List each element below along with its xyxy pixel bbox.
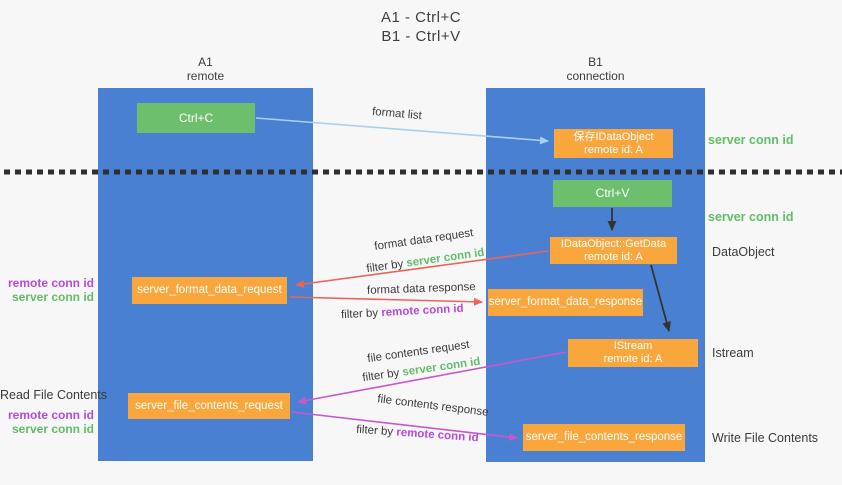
node-ctrl-c: Ctrl+C [137,103,255,133]
filter-key-server-conn-id: server conn id [401,355,482,379]
node-istream-line2: remote id: A [603,353,663,365]
node-ctrl-v: Ctrl+V [553,180,672,207]
edge-label-filter-format-response: filter by remote conn id [341,303,464,321]
node-format-request-label: server_format_data_request [137,284,282,296]
label-conn-ids-top-left: remote conn id server conn id [0,276,94,304]
node-format-response-label: server_format_data_response [488,296,643,308]
node-server-file-contents-request: server_file_contents_request [128,393,290,419]
filter-by-text: filter by [340,307,382,322]
label-server-conn-id-mid-right: server conn id [708,210,794,224]
label-conn-ids-bottom-left: remote conn id server conn id [0,408,94,436]
edge-label-file-contents-response: file contents response [376,393,490,419]
node-save-idataobject-line2: remote id: A [584,143,643,156]
node-server-format-data-request: server_format_data_request [132,277,287,304]
filter-key-remote-conn-id: remote conn id [395,426,479,445]
node-getdata-line2: remote id: A [584,250,643,263]
node-idataobject-getdata: IDataObject::GetData remote id: A [550,237,677,264]
diagram-title: A1 - Ctrl+C B1 - Ctrl+V [0,8,842,46]
lane-header-a1: A1 remote [98,55,313,83]
node-ctrl-c-label: Ctrl+C [178,110,214,125]
label-remote-conn-id-bottom-left: remote conn id [7,408,94,422]
lane-a1-name: A1 [198,55,213,69]
node-istream-line1: IStream [613,340,653,352]
filter-by-text: filter by [365,257,408,276]
node-save-idataobject: 保存IDataObject remote id: A [554,129,673,158]
label-dataobject: DataObject [712,245,775,259]
node-file-request-label: server_file_contents_request [135,399,283,412]
lane-a1-role: remote [186,69,225,83]
edge-label-format-data-response: format data response [366,281,476,297]
filter-by-text: filter by [361,366,404,385]
node-server-file-contents-response: server_file_contents_response [523,424,685,451]
filter-key-server-conn-id: server conn id [405,246,486,270]
title-line-1: A1 - Ctrl+C [380,9,462,26]
label-read-file-contents: Read File Contents [0,388,108,402]
title-line-2: B1 - Ctrl+V [381,28,461,45]
filter-key-remote-conn-id: remote conn id [380,302,464,320]
edge-label-format-list: format list [371,105,423,123]
label-istream: Istream [712,346,754,360]
label-server-conn-id-bottom-left: server conn id [11,421,94,436]
edge-label-format-data-request: format data request [373,227,475,253]
lane-header-b1: B1 connection [486,55,705,83]
node-istream: IStream remote id: A [568,339,698,367]
label-server-conn-id-top-right: server conn id [708,133,794,147]
edge-label-filter-file-response: filter by remote conn id [356,424,479,445]
lane-b1-role: connection [566,69,625,83]
lane-b1-name: B1 [588,55,603,69]
node-server-format-data-response: server_format_data_response [488,289,643,316]
label-remote-conn-id-top-left: remote conn id [7,276,94,290]
node-save-idataobject-line1: 保存IDataObject [573,130,654,143]
arrow-format-data-response [289,296,483,306]
label-write-file-contents: Write File Contents [712,431,819,445]
node-ctrl-v-label: Ctrl+V [595,186,630,200]
node-getdata-line1: IDataObject::GetData [560,237,667,250]
filter-by-text: filter by [355,423,397,439]
label-server-conn-id-top-left: server conn id [11,289,94,304]
node-file-response-label: server_file_contents_response [525,431,683,443]
